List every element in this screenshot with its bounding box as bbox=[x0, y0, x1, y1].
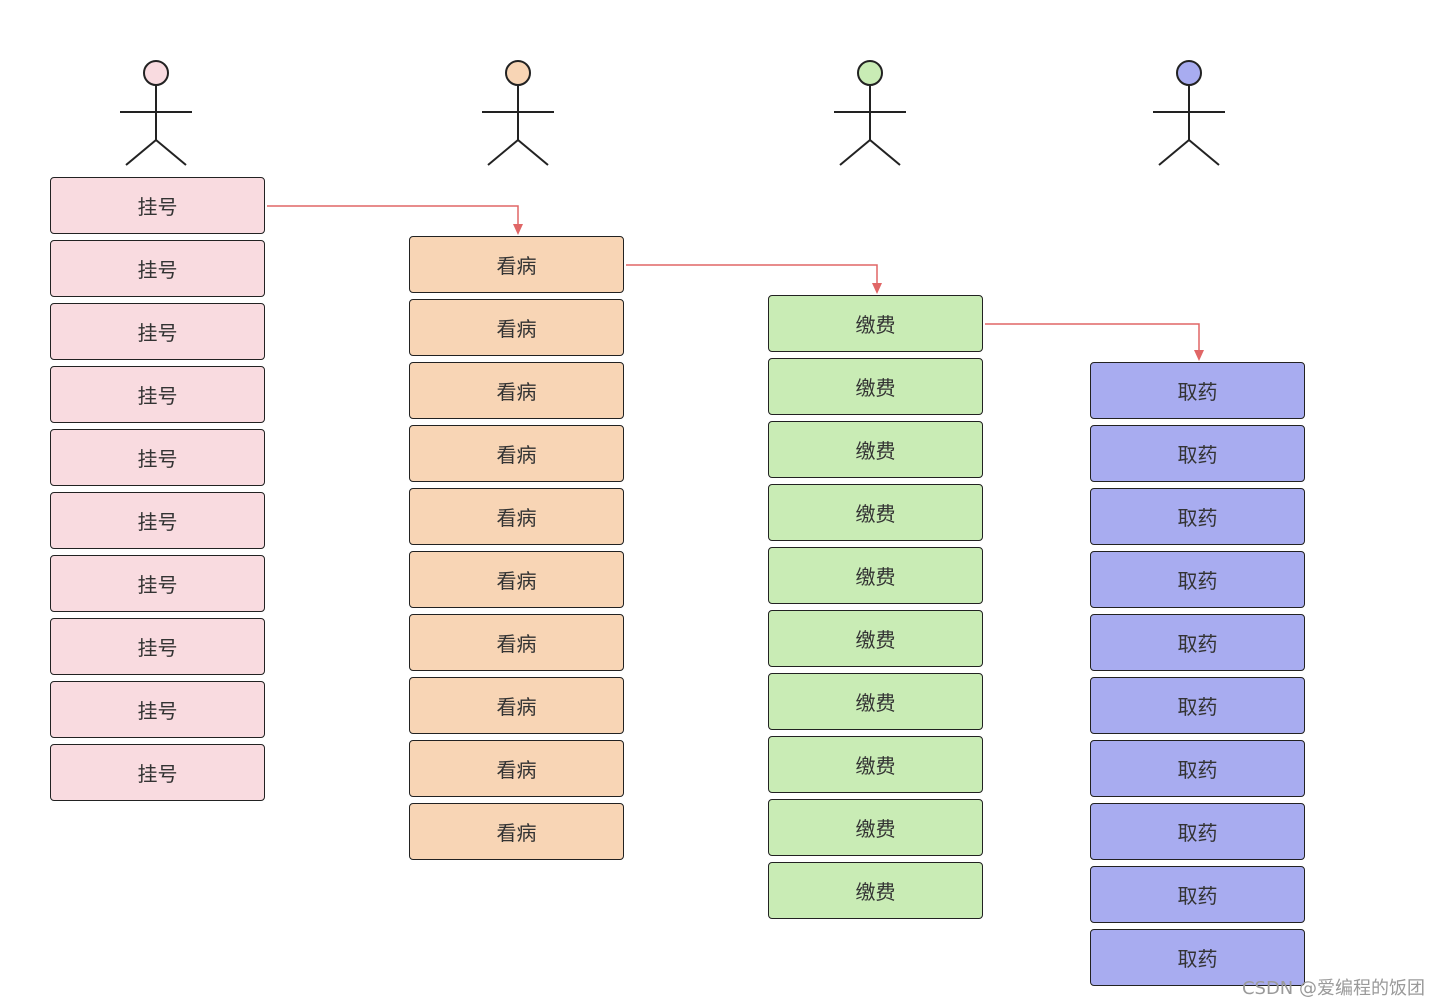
pharmacy-box: 取药 bbox=[1090, 362, 1305, 419]
actor-payment bbox=[830, 58, 910, 168]
payment-box: 缴费 bbox=[768, 862, 983, 919]
payment-box: 缴费 bbox=[768, 295, 983, 352]
consult-box: 看病 bbox=[409, 236, 624, 293]
pharmacy-box: 取药 bbox=[1090, 614, 1305, 671]
consult-box: 看病 bbox=[409, 803, 624, 860]
consult-box: 看病 bbox=[409, 362, 624, 419]
consult-box: 看病 bbox=[409, 614, 624, 671]
consult-box: 看病 bbox=[409, 299, 624, 356]
arrow-register-to-consult bbox=[267, 205, 519, 228]
payment-box: 缴费 bbox=[768, 673, 983, 730]
arrowhead-icon bbox=[1194, 350, 1204, 361]
pharmacy-box: 取药 bbox=[1090, 929, 1305, 986]
register-box: 挂号 bbox=[50, 744, 265, 801]
arrow-payment-to-pharmacy bbox=[985, 323, 1200, 354]
arrowhead-icon bbox=[872, 283, 882, 294]
pharmacy-box: 取药 bbox=[1090, 551, 1305, 608]
register-box: 挂号 bbox=[50, 555, 265, 612]
consult-box: 看病 bbox=[409, 488, 624, 545]
payment-box: 缴费 bbox=[768, 484, 983, 541]
consult-box: 看病 bbox=[409, 551, 624, 608]
register-box: 挂号 bbox=[50, 618, 265, 675]
consult-box: 看病 bbox=[409, 425, 624, 482]
payment-box: 缴费 bbox=[768, 610, 983, 667]
register-box: 挂号 bbox=[50, 366, 265, 423]
watermark: CSDN @爱编程的饭团 bbox=[1241, 978, 1425, 999]
payment-box: 缴费 bbox=[768, 421, 983, 478]
consult-box: 看病 bbox=[409, 677, 624, 734]
register-box: 挂号 bbox=[50, 303, 265, 360]
actor-consult bbox=[478, 58, 558, 168]
payment-box: 缴费 bbox=[768, 547, 983, 604]
register-box: 挂号 bbox=[50, 240, 265, 297]
register-box: 挂号 bbox=[50, 492, 265, 549]
pharmacy-box: 取药 bbox=[1090, 677, 1305, 734]
actor-register bbox=[116, 58, 196, 168]
pharmacy-box: 取药 bbox=[1090, 488, 1305, 545]
payment-box: 缴费 bbox=[768, 799, 983, 856]
pharmacy-box: 取药 bbox=[1090, 866, 1305, 923]
payment-box: 缴费 bbox=[768, 736, 983, 793]
pharmacy-box: 取药 bbox=[1090, 803, 1305, 860]
consult-box: 看病 bbox=[409, 740, 624, 797]
actor-pharmacy bbox=[1149, 58, 1229, 168]
pharmacy-box: 取药 bbox=[1090, 740, 1305, 797]
payment-box: 缴费 bbox=[768, 358, 983, 415]
arrowhead-icon bbox=[513, 224, 523, 235]
register-box: 挂号 bbox=[50, 177, 265, 234]
pharmacy-box: 取药 bbox=[1090, 425, 1305, 482]
register-box: 挂号 bbox=[50, 681, 265, 738]
arrow-consult-to-payment bbox=[626, 264, 878, 287]
register-box: 挂号 bbox=[50, 429, 265, 486]
